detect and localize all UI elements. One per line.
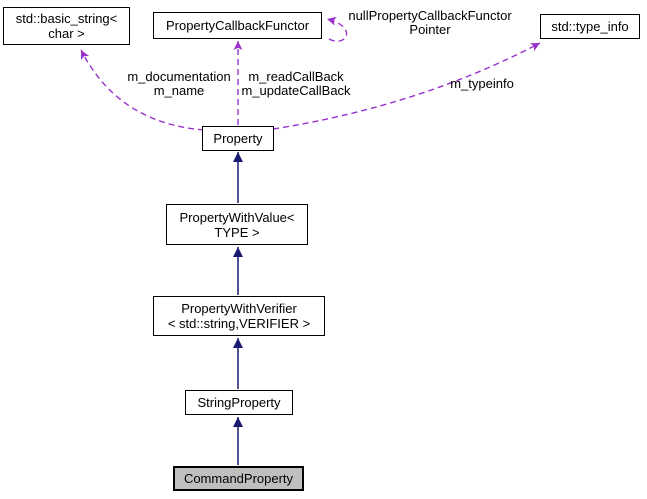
node-label: std::basic_string< [15,11,118,26]
node-label: char > [48,26,85,41]
usage-edge-callback-functor-self-loop [326,16,348,42]
edge-label-line: m_updateCallBack [241,82,351,98]
edge-label-line: nullPropertyCallbackFunctor [348,8,512,23]
node-label: TYPE > [214,224,260,240]
edge-label-null-functor-pointer: nullPropertyCallbackFunctor Pointer [348,9,511,36]
node-label: std::type_info [551,19,629,34]
node-label: StringProperty [197,395,281,410]
edge-label-line: m_documentation [127,69,231,84]
edge-label-line: m_name [153,82,205,98]
node-label: Property [213,131,263,146]
node-property[interactable]: Property [202,126,274,151]
usage-edge-property-to-basic-string [80,49,205,131]
edge-label-callbacks: m_readCallBack m_updateCallBack [241,70,350,97]
node-label: < std::string,VERIFIER > [167,316,311,331]
node-property-callback-functor[interactable]: PropertyCallbackFunctor [153,12,322,39]
node-command-property: CommandProperty [173,466,304,491]
node-std-type-info: std::type_info [540,14,640,39]
usage-edge-property-to-type-info [272,42,541,130]
node-label: PropertyWithValue< [179,209,295,225]
node-string-property[interactable]: StringProperty [185,390,293,415]
node-std-basic-string: std::basic_string< char > [3,7,130,45]
edge-label-line: m_typeinfo [450,76,514,91]
node-label: PropertyWithVerifier [181,301,297,316]
node-property-with-value[interactable]: PropertyWithValue< TYPE > [166,204,308,245]
node-label: CommandProperty [183,471,294,486]
edge-label-name-documentation: m_documentation m_name [127,70,230,97]
edge-label-line: m_readCallBack [248,69,344,84]
edge-label-typeinfo: m_typeinfo [450,77,514,91]
edge-label-line: Pointer [409,21,451,37]
node-label: PropertyCallbackFunctor [165,18,310,33]
node-property-with-verifier[interactable]: PropertyWithVerifier < std::string,VERIF… [153,296,325,336]
